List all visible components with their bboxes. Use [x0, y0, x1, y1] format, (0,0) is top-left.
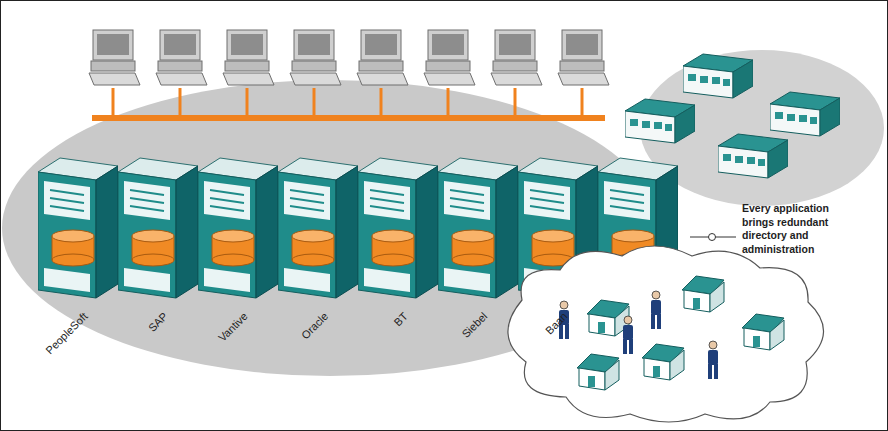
drop-line	[179, 88, 182, 118]
house-icon	[682, 276, 724, 312]
drop-line	[313, 88, 316, 118]
person-icon	[623, 316, 633, 354]
building-icon	[625, 99, 695, 143]
house-icon	[642, 344, 684, 380]
server-icon	[278, 158, 358, 298]
application-label: PeopleSoft	[43, 309, 90, 356]
house-icon	[742, 314, 784, 350]
server-icon	[438, 158, 518, 298]
drop-line	[246, 88, 249, 118]
house-icon	[587, 300, 629, 336]
person-icon	[651, 291, 661, 329]
drop-line	[380, 88, 383, 118]
server-icon	[118, 158, 198, 298]
network-bus	[92, 115, 605, 121]
drop-line	[112, 88, 115, 118]
server-icon	[38, 158, 118, 298]
drop-line	[514, 88, 517, 118]
workstation-icon	[491, 30, 542, 85]
workstation-icon	[89, 30, 140, 85]
person-icon	[708, 341, 718, 379]
drop-line	[447, 88, 450, 118]
community-cloud	[508, 246, 824, 422]
building-icon	[683, 54, 753, 98]
workstation-icon	[223, 30, 274, 85]
server-icon	[358, 158, 438, 298]
building-icon	[718, 134, 788, 178]
server-icon	[198, 158, 278, 298]
network-drops	[113, 88, 582, 118]
house-icon	[577, 354, 619, 390]
workstation-icon	[156, 30, 207, 85]
workstation-icon	[558, 30, 609, 85]
workstation-icon	[290, 30, 341, 85]
workstation-icon	[357, 30, 408, 85]
leader-dot	[709, 234, 716, 241]
enterprise-ground	[2, 80, 658, 376]
callout-note: Every application brings redundant direc…	[742, 202, 854, 257]
drop-line	[581, 88, 584, 118]
building-icon	[770, 92, 840, 136]
workstation-icon	[424, 30, 475, 85]
